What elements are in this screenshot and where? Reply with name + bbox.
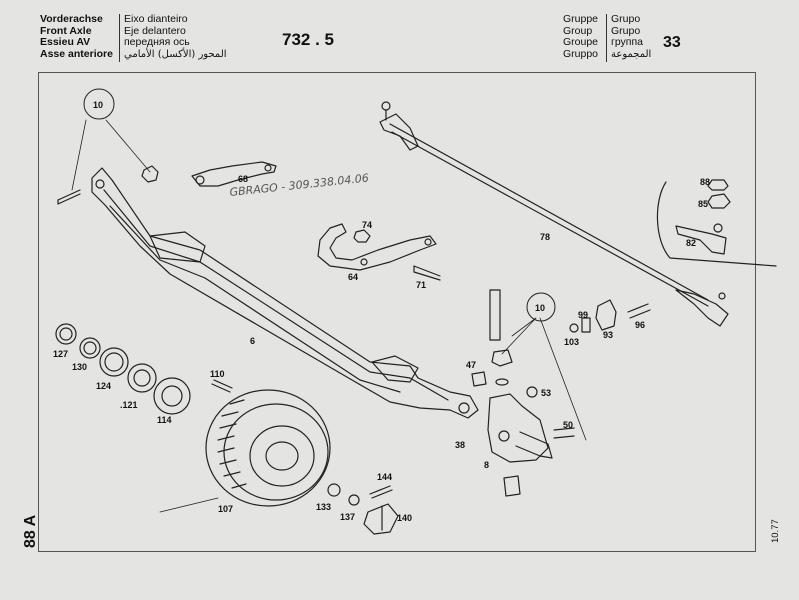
part-label: 68 <box>238 174 248 184</box>
part-label: 88 <box>700 177 710 187</box>
steering-arm-drawing <box>191 161 277 187</box>
part-label: 114 <box>157 415 172 425</box>
title-arabic: المحور (الأكسل) الأمامي <box>124 48 227 60</box>
part-label: 140 <box>397 513 412 523</box>
title-block-right: Eixo dianteiro Eje delantero передняя ос… <box>124 13 227 60</box>
part-label: 103 <box>564 337 579 347</box>
tie-rod-drawing <box>389 123 709 307</box>
part-label: 64 <box>348 272 358 282</box>
group-portuguese: Grupo <box>611 13 641 25</box>
group-spanish: Grupo <box>611 24 641 37</box>
part-label: 99 <box>578 310 588 320</box>
part-label: 47 <box>466 360 476 370</box>
axle-beam-drawing <box>91 167 479 419</box>
section-code: 732 . 5 <box>282 30 334 49</box>
handwritten-note: GBRAGO - 309.338.04.06 <box>229 171 369 199</box>
part-label: 82 <box>686 238 696 248</box>
title-block-left: Vorderachse Front Axle Essieu AV Asse an… <box>40 13 113 60</box>
part-label: 133 <box>316 502 331 512</box>
title-spanish: Eje delantero <box>124 24 186 37</box>
title-portuguese: Eixo dianteiro <box>124 13 188 25</box>
group-block-right: Grupo Grupo группа المجموعة <box>611 13 652 60</box>
part-label: 50 <box>563 420 573 430</box>
part-label: 74 <box>362 220 372 230</box>
part-label: 107 <box>218 504 233 514</box>
part-label: 110 <box>210 369 225 379</box>
part-label: 127 <box>53 349 68 359</box>
title-italian: Asse anteriore <box>40 47 113 60</box>
title-russian: передняя ось <box>124 36 190 48</box>
part-label: 10 <box>535 303 545 313</box>
title-english: Front Axle <box>40 24 92 37</box>
brake-drum-drawing <box>205 389 331 507</box>
part-label: 53 <box>541 388 551 398</box>
header-divider <box>119 14 120 62</box>
part-label: 96 <box>635 320 645 330</box>
part-label: 93 <box>603 330 613 340</box>
group-english: Group <box>563 24 593 37</box>
steering-knuckle-drawing <box>487 393 549 463</box>
group-italian: Gruppo <box>563 47 599 60</box>
title-french: Essieu AV <box>40 36 91 48</box>
part-label: 124 <box>96 381 111 391</box>
steering-arm-drawing <box>317 223 437 271</box>
group-block-left: Gruppe Group Groupe Gruppo <box>563 13 599 60</box>
part-label: 78 <box>540 232 550 242</box>
part-label: 10 <box>93 100 103 110</box>
diagram-frame <box>38 72 756 552</box>
part-label: 38 <box>455 440 465 450</box>
group-french: Groupe <box>563 36 599 48</box>
part-label: 71 <box>416 280 426 290</box>
title-german: Vorderachse <box>40 13 103 25</box>
part-label: 144 <box>377 472 392 482</box>
part-label: 85 <box>698 199 708 209</box>
part-label: 6 <box>250 336 255 346</box>
part-label: 137 <box>340 512 355 522</box>
group-russian: группа <box>611 36 644 48</box>
group-arabic: المجموعة <box>611 48 652 60</box>
part-label: .121 <box>120 400 138 410</box>
group-number: 33 <box>663 34 681 51</box>
part-label: 130 <box>72 362 87 372</box>
header-divider <box>606 14 607 62</box>
group-german: Gruppe <box>563 13 599 25</box>
part-label: 8 <box>484 460 489 470</box>
